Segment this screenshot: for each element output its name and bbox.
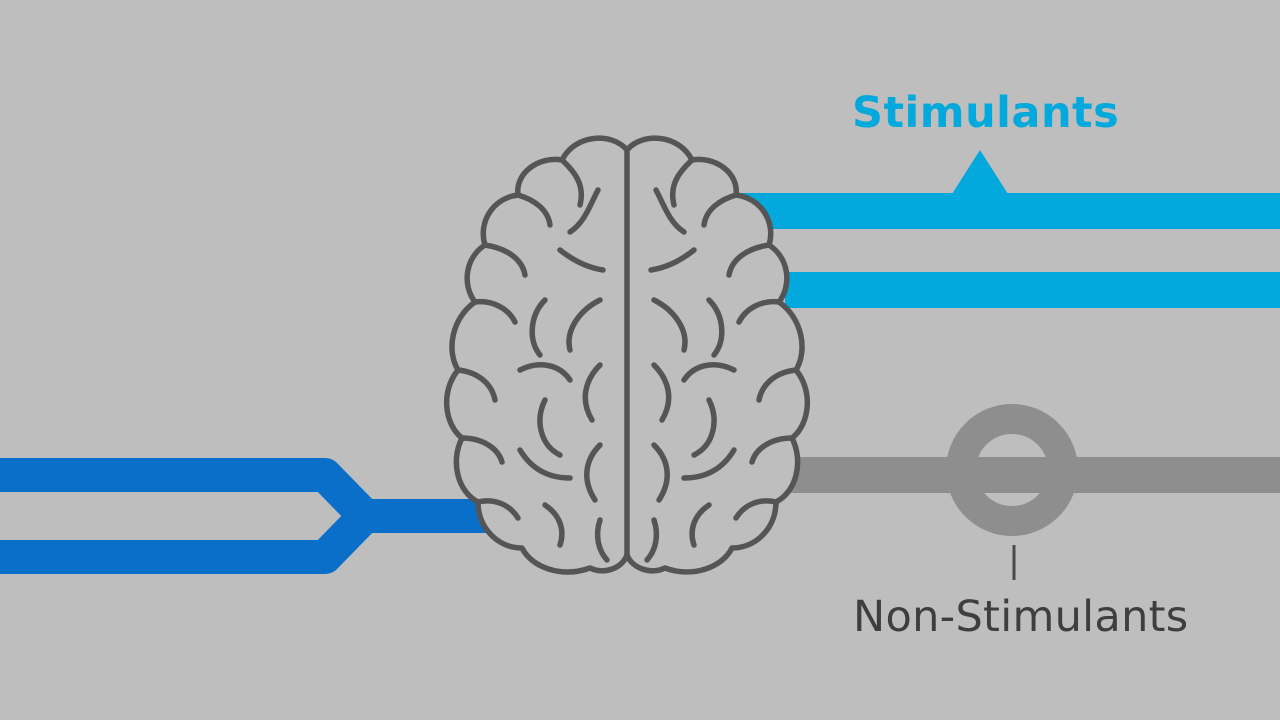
stimulants-pointer (952, 150, 1008, 194)
input-path-lower (0, 504, 378, 574)
brain-fold (566, 297, 603, 353)
stimulants-path-top (740, 193, 1280, 229)
brain-fold (726, 242, 772, 278)
brain-fold (557, 247, 606, 273)
input-path (0, 458, 498, 574)
brain-fold (459, 435, 505, 465)
stimulants-paths (740, 150, 1280, 308)
stimulants-label: Stimulants (852, 88, 1120, 138)
brain-fold (651, 442, 670, 503)
stimulants-path-bottom (785, 272, 1280, 308)
brain-fold (582, 362, 603, 423)
brain-fold (651, 362, 672, 423)
brain-fold (701, 192, 739, 228)
brain-fold (517, 362, 573, 383)
brain-fold (472, 298, 518, 325)
brain-fold (749, 435, 795, 465)
brain-fold (651, 297, 688, 353)
brain-fold (517, 447, 573, 481)
brain-fold (584, 442, 603, 503)
brain-fold (567, 187, 601, 235)
brain-fold (681, 447, 737, 481)
brain-fold (706, 297, 725, 358)
non-stimulants-label: Non-Stimulants (853, 592, 1189, 642)
brain-fold (689, 502, 712, 548)
brain-fold (482, 242, 528, 278)
brain-fold (644, 517, 660, 563)
brain-fold (529, 297, 548, 358)
brain-fold (559, 157, 584, 208)
brain-fold (455, 367, 498, 403)
brain-fold (475, 498, 521, 521)
brain-fold (681, 362, 737, 383)
non-stimulants-line (790, 457, 1280, 493)
brain-fold (653, 187, 687, 235)
ring-marker-icon (946, 404, 1078, 536)
input-path-upper (0, 458, 378, 528)
brain-fold (736, 298, 782, 325)
brain-fold (733, 498, 779, 521)
brain-fold (542, 502, 565, 548)
brain-fold (537, 397, 563, 458)
brain-fold (515, 192, 553, 228)
brain-fold (691, 397, 717, 458)
brain-icon (443, 135, 811, 575)
brain-fold (648, 247, 697, 273)
brain-fold (756, 367, 799, 403)
non-stimulants-path (790, 404, 1280, 580)
brain-fold (594, 517, 610, 563)
brain-fold (670, 157, 695, 208)
